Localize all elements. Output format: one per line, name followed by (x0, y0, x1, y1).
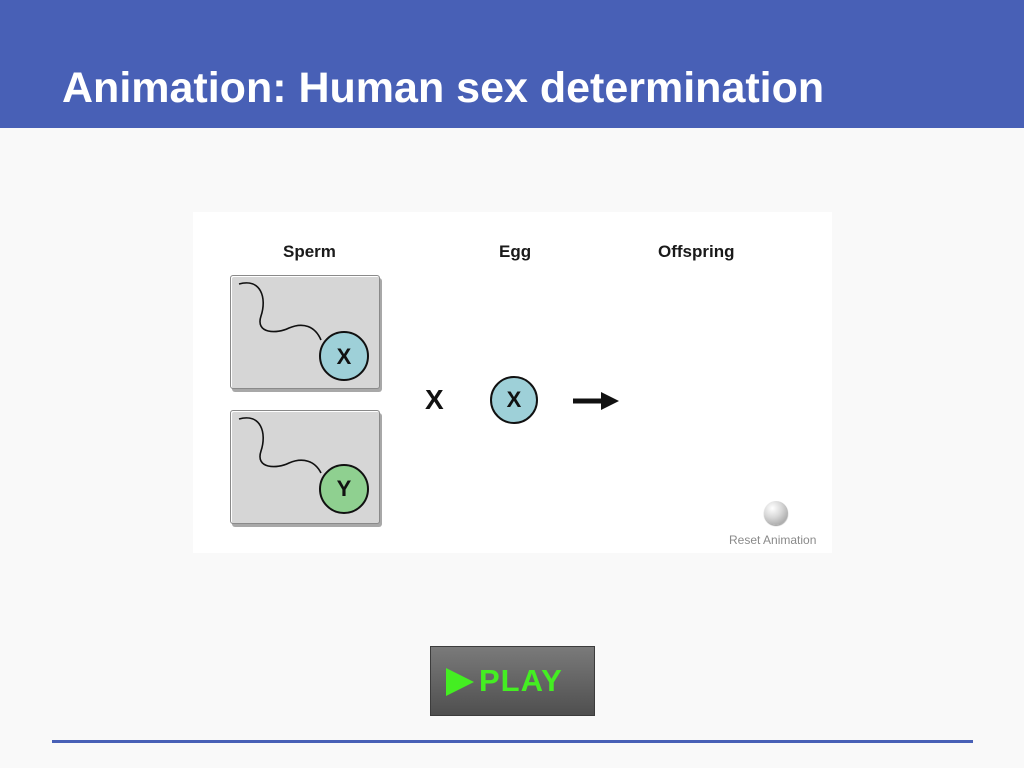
animation-panel: Sperm Egg Offspring X Y X X (193, 212, 832, 553)
footer-divider (52, 740, 973, 743)
egg-icon (490, 376, 538, 424)
play-triangle-icon (446, 668, 474, 696)
sperm-x-button[interactable]: X (230, 275, 380, 389)
title-bar: Animation: Human sex determination (0, 0, 1024, 128)
egg-header: Egg (499, 242, 532, 261)
sperm-x-chromosome: X (336, 344, 352, 369)
play-label: PLAY (479, 663, 563, 698)
sperm-header: Sperm (283, 242, 336, 261)
sperm-x-icon (238, 282, 369, 381)
sperm-y-button[interactable]: Y (230, 410, 380, 524)
offspring-header: Offspring (658, 242, 735, 261)
sperm-y-icon (238, 417, 369, 514)
egg-cell: X (489, 375, 539, 425)
egg-chromosome: X (506, 387, 522, 412)
reset-animation-label[interactable]: Reset Animation (729, 533, 817, 547)
play-button[interactable]: PLAY (430, 646, 595, 716)
arrow-right-icon (573, 392, 619, 410)
sperm-y-chromosome: Y (336, 476, 352, 501)
cross-symbol: X (425, 384, 444, 415)
reset-animation-button[interactable] (764, 501, 788, 525)
slide-title: Animation: Human sex determination (62, 64, 825, 112)
